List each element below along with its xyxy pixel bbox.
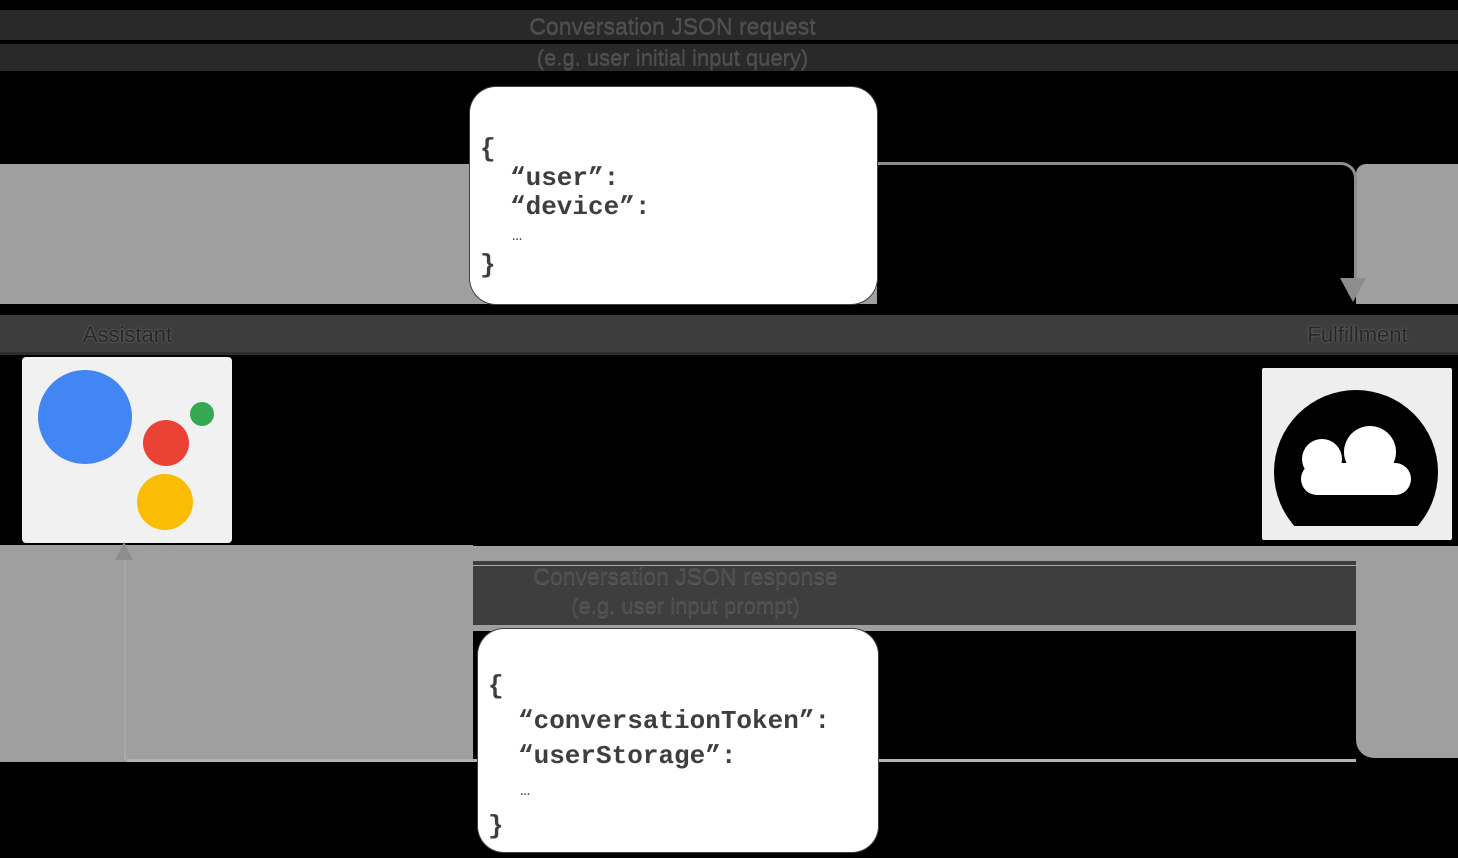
request-arrow-shaft-right (1356, 164, 1458, 304)
code-line: … (520, 782, 532, 801)
response-arrowhead-icon (115, 542, 133, 560)
assistant-yellow-dot-icon (137, 474, 193, 530)
code-line: “user”: (510, 163, 620, 193)
code-line: “device”: (510, 192, 651, 222)
request-caption-line1: Conversation JSON request (529, 13, 816, 39)
code-line: “userStorage”: (518, 741, 737, 771)
assistant-label: Assistant (82, 322, 173, 347)
response-json-card: { “conversationToken”: “userStorage”: … … (478, 629, 878, 852)
response-arrow-lower-edge (473, 625, 1356, 631)
assistant-blue-dot-icon (38, 370, 132, 464)
response-caption-line2: (e.g. user input prompt) (571, 593, 800, 618)
assistant-red-dot-icon (143, 420, 189, 466)
code-line: { (488, 671, 504, 701)
fulfillment-label: Fulfillment (1307, 322, 1408, 347)
node-label-band (0, 315, 1458, 355)
request-arrowhead-icon (1340, 278, 1366, 302)
assistant-green-dot-icon (190, 402, 214, 426)
response-caption-line1: Conversation JSON response (533, 563, 838, 589)
cloud-glyph-left-bump (1302, 439, 1342, 479)
code-line: } (480, 250, 496, 280)
artifact-bar (0, 10, 1458, 40)
request-json-card: { “user”: “device”: … } (470, 87, 877, 304)
google-assistant-logo (22, 357, 232, 543)
artifact-line (473, 565, 1356, 566)
response-arrow-shaft-left (0, 545, 473, 762)
cloud-glyph-right-bump (1344, 426, 1396, 478)
code-line: { (480, 134, 496, 164)
fulfillment-card (1262, 368, 1452, 540)
code-line: } (488, 811, 504, 841)
code-line: … (512, 227, 524, 246)
artifact-bar (0, 44, 1458, 71)
response-arrow-shaft-right (1356, 546, 1458, 758)
response-caption-zone (473, 561, 1356, 625)
request-arrow-line (877, 162, 1357, 281)
cloud-icon-flat-base (1266, 526, 1448, 540)
code-line: “conversationToken”: (518, 706, 831, 736)
request-caption-line2: (e.g. user initial input query) (536, 45, 809, 70)
response-arrow-line-vertical (124, 560, 126, 760)
